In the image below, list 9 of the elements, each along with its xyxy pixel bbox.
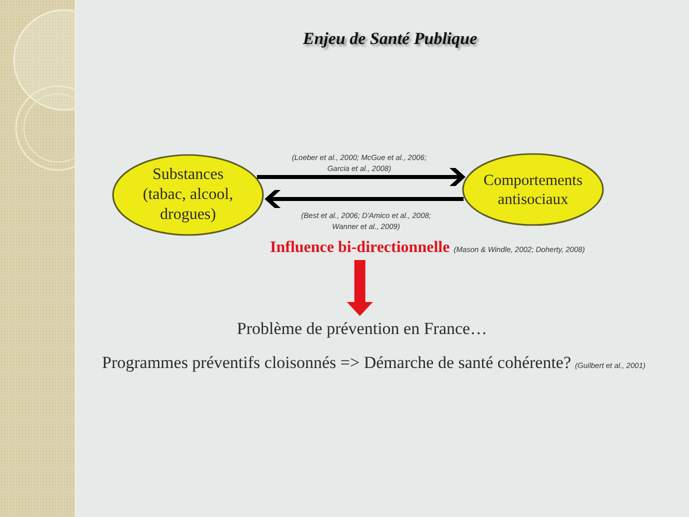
emphasis-text: Influence bi-directionnelle [270, 238, 450, 258]
statement-text: Programmes préventifs cloisonnés => Démarche de santé cohérente? [102, 352, 572, 373]
arrow [346, 260, 373, 316]
statement-text: Problème de prévention en France… [236, 318, 488, 339]
slide-title: Enjeu de Santé Publique [302, 28, 478, 50]
ellipse-node [462, 153, 604, 226]
node-label: Comportements antisociaux [482, 170, 584, 208]
node-label: Substances (tabac, alcool, drogues) [142, 165, 234, 225]
ellipse-node [112, 154, 264, 236]
